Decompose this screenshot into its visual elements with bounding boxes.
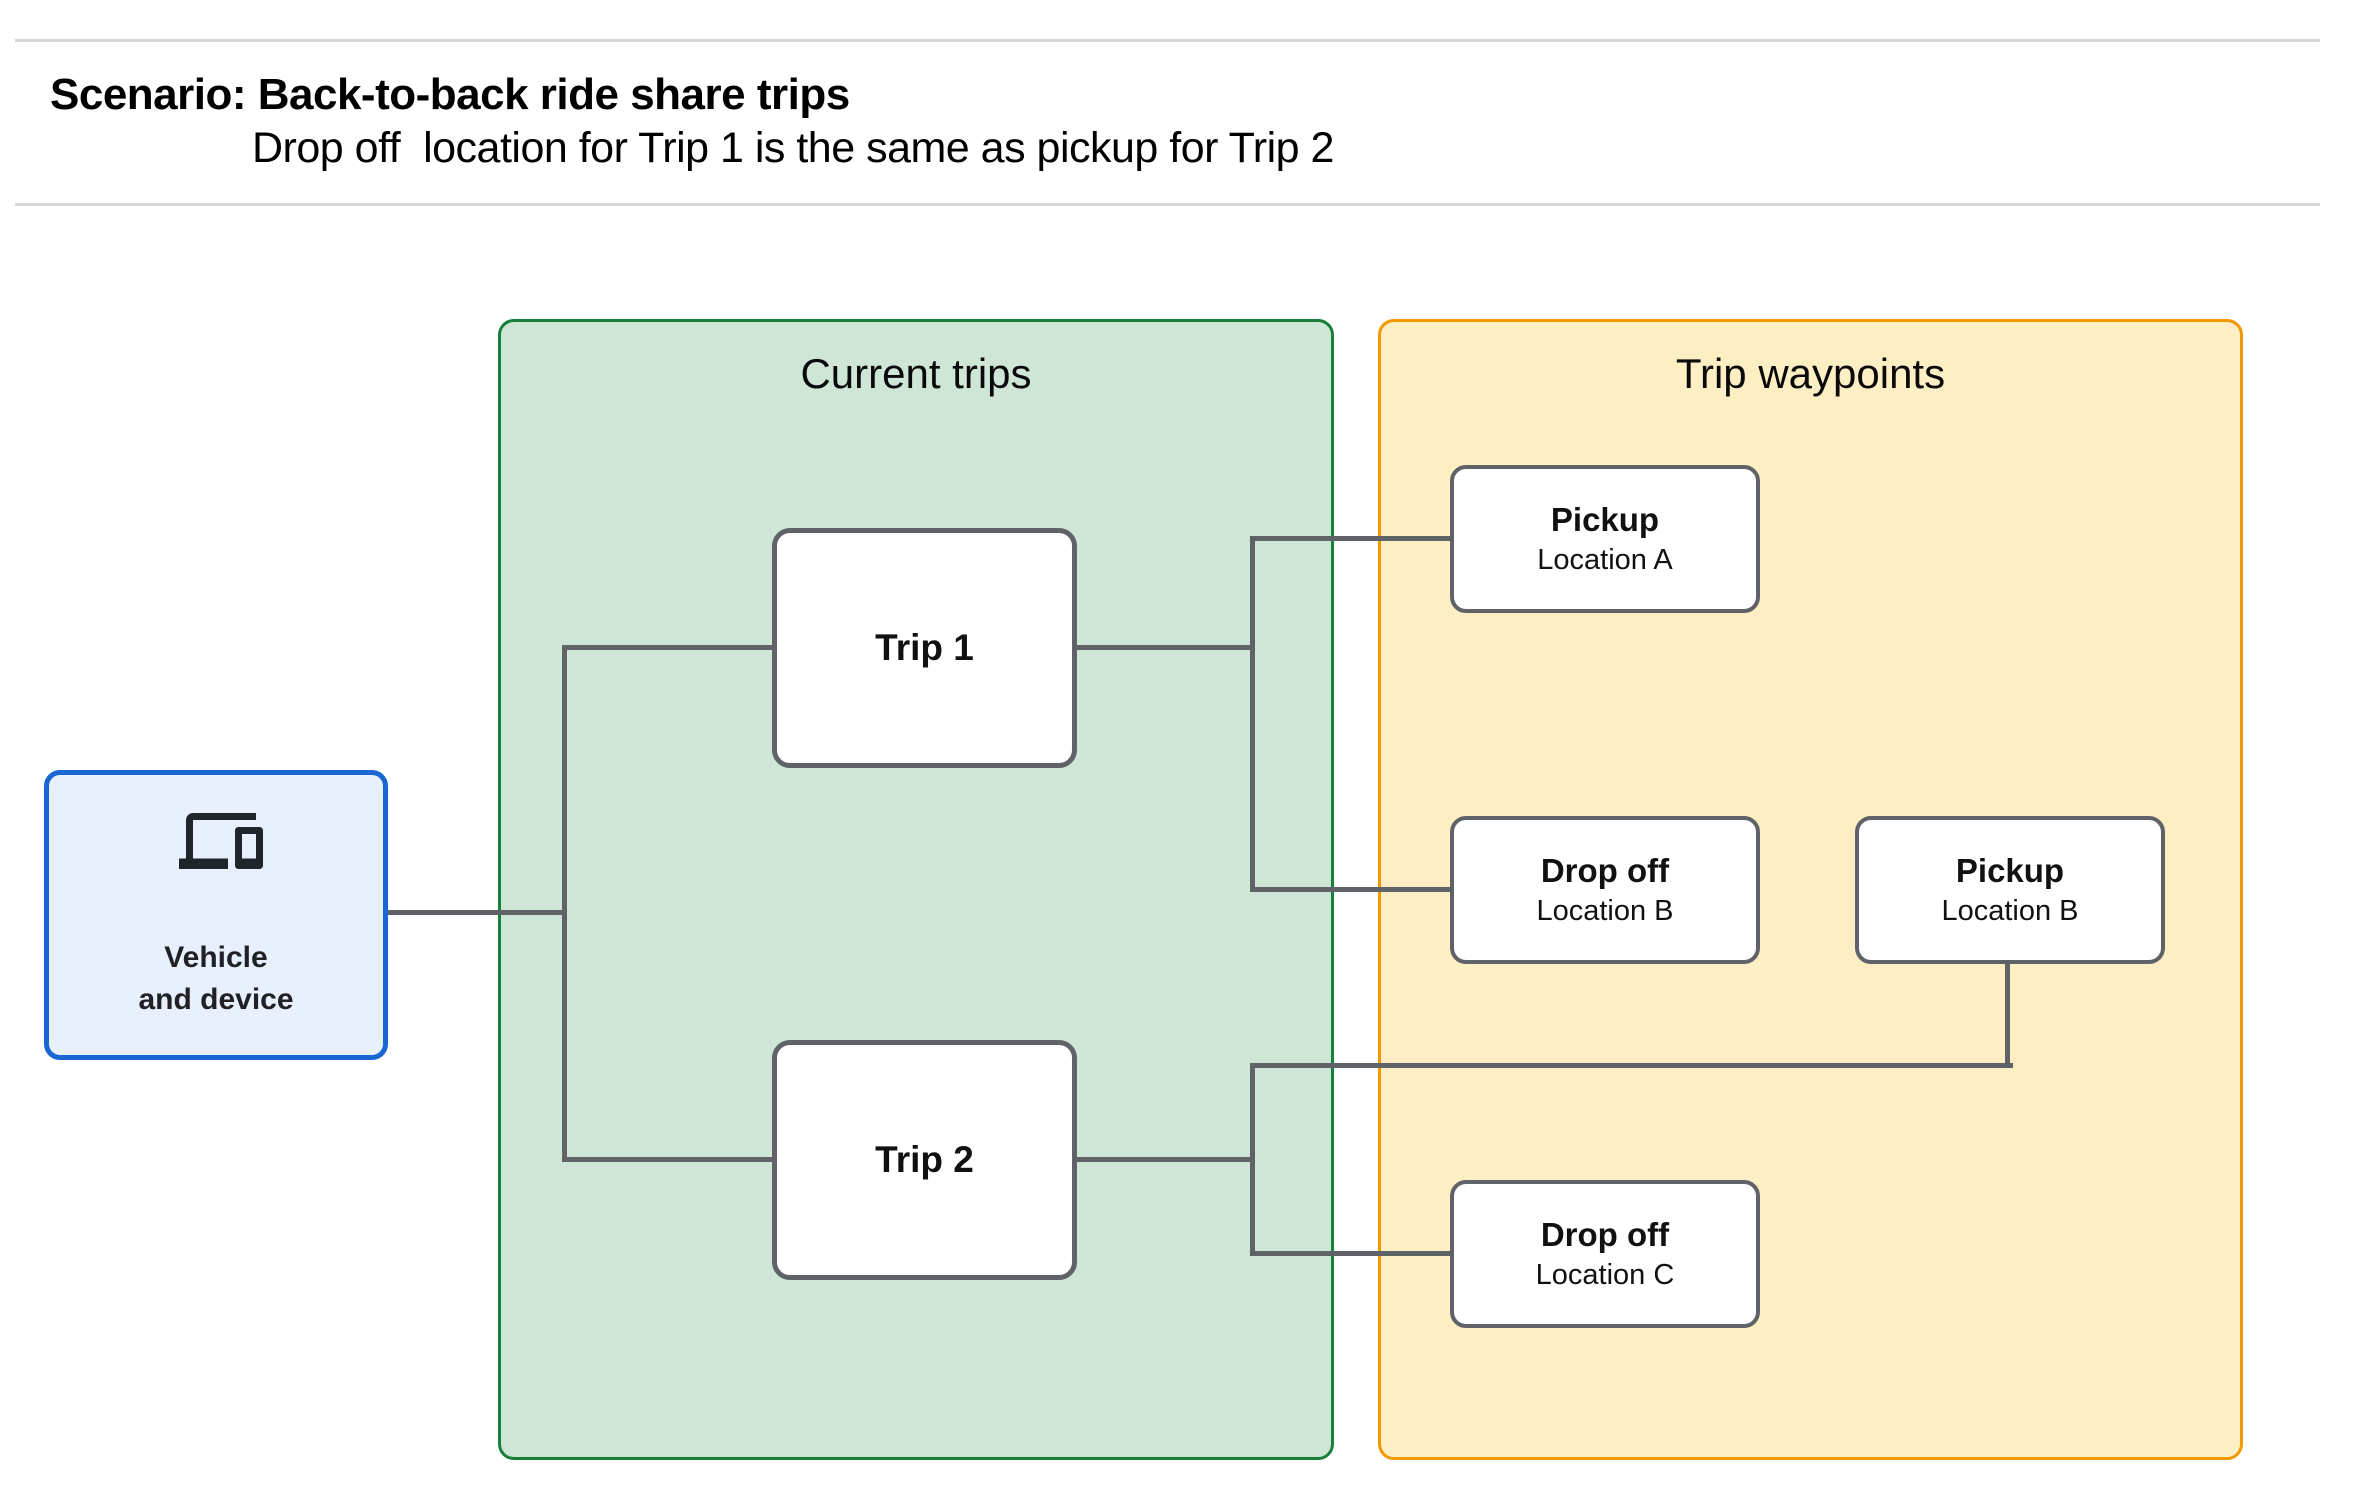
header-divider [15, 203, 2320, 206]
waypoint-location: Location B [1536, 895, 1674, 928]
vehicle-label-line2: and device [138, 983, 294, 1016]
waypoint-location: Location A [1537, 544, 1673, 577]
waypoint-name: Pickup [1550, 501, 1660, 539]
connector-vehicle-to-trunk [388, 910, 567, 915]
waypoint-location: Location C [1535, 1259, 1675, 1292]
connector-pickup-b-horizontal [1250, 1063, 2013, 1068]
current-trips-title: Current trips [800, 350, 1032, 397]
trip-1-label: Trip 1 [875, 627, 974, 668]
connector-to-trip1 [562, 645, 777, 650]
waypoint-dropoff-location-c: Drop off Location C [1450, 1180, 1760, 1328]
connector-trunk-vertical [562, 645, 567, 1162]
page-subtitle: Drop off location for Trip 1 is the same… [252, 124, 1334, 172]
vehicle-node-label: Vehicle and device [49, 937, 383, 1021]
current-trips-group: Current trips [498, 319, 1334, 1460]
vehicle-label-line1: Vehicle [164, 941, 268, 974]
waypoint-dropoff-location-b: Drop off Location B [1450, 816, 1760, 964]
page-title: Scenario: Back-to-back ride share trips [50, 70, 850, 119]
connector-to-dropoff-b [1250, 887, 1455, 892]
waypoint-location: Location B [1941, 895, 2079, 928]
connector-trip1-trunk-vertical [1250, 536, 1255, 892]
vehicle-and-device-node: Vehicle and device [44, 770, 388, 1060]
connector-trip2-trunk-vertical [1250, 1063, 1255, 1256]
trip-waypoints-title: Trip waypoints [1675, 350, 1946, 397]
connector-to-dropoff-c [1250, 1251, 1455, 1256]
waypoint-name: Drop off [1540, 1216, 1670, 1254]
devices-icon [179, 813, 263, 869]
connector-to-trip2 [562, 1157, 777, 1162]
connector-trip2-out [1077, 1157, 1255, 1162]
connector-to-pickup-a [1250, 536, 1455, 541]
trip-1-node: Trip 1 [772, 528, 1077, 768]
connector-trip1-out [1077, 645, 1255, 650]
waypoint-pickup-location-b: Pickup Location B [1855, 816, 2165, 964]
trip-2-label: Trip 2 [875, 1139, 974, 1180]
waypoint-pickup-location-a: Pickup Location A [1450, 465, 1760, 613]
trip-2-node: Trip 2 [772, 1040, 1077, 1280]
waypoint-name: Pickup [1955, 852, 2065, 890]
top-divider [15, 39, 2320, 42]
waypoint-name: Drop off [1540, 852, 1670, 890]
connector-pickup-b-vertical [2005, 960, 2010, 1068]
